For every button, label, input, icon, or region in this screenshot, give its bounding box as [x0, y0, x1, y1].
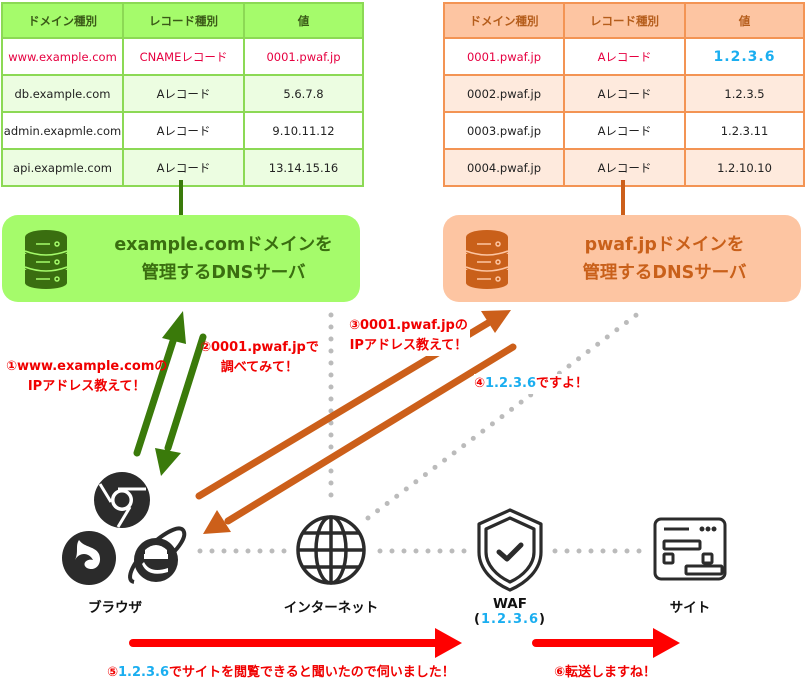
header-domain: ドメイン種別	[1, 2, 124, 39]
cell-value: 0001.pwaf.jp	[243, 37, 364, 76]
cell-domain: 0002.pwaf.jp	[443, 74, 565, 113]
green-connector-line	[179, 180, 183, 216]
arrow-step4-pwaf-dns-to-browser	[203, 343, 517, 534]
chrome-icon	[94, 472, 150, 528]
table-row: db.example.com Aレコード 5.6.7.8	[1, 74, 364, 113]
step2-line1: ②0001.pwaf.jpで	[200, 340, 319, 355]
table-row: api.exapmle.com Aレコード 13.14.15.16	[1, 148, 364, 187]
waf-label: WAF	[493, 596, 527, 612]
table-row: 0001.pwaf.jp Aレコード 1.2.3.6	[443, 37, 805, 76]
cell-domain: api.exapmle.com	[1, 148, 124, 187]
step3-label: ③0001.pwaf.jpの IPアドレス教えて！	[347, 316, 470, 356]
cell-value: 1.2.3.6	[684, 37, 805, 76]
cell-value: 1.2.10.10	[684, 148, 805, 187]
globe-icon	[296, 515, 366, 585]
waf-ip-label: (1.2.3.6)	[465, 612, 555, 627]
table-row: www.example.com CNAMEレコード 0001.pwaf.jp	[1, 37, 364, 76]
step1-label: ①www.example.comの IPアドレス教えて！	[6, 357, 167, 397]
cell-record: Aレコード	[563, 111, 686, 150]
waf-ip-open: (	[474, 612, 481, 627]
waf-ip-close: )	[539, 612, 546, 627]
cell-record: Aレコード	[122, 74, 245, 113]
database-server-icon	[465, 230, 509, 289]
step6-text: ⑥転送しますね！	[554, 665, 657, 680]
internet-explorer-icon	[128, 526, 187, 584]
step5-suffix: でサイトを閲覧できると聞いたので伺いました！	[169, 665, 455, 680]
cell-domain: www.example.com	[1, 37, 124, 76]
table-row: 0002.pwaf.jp Aレコード 1.2.3.5	[443, 74, 805, 113]
table-row: 0003.pwaf.jp Aレコード 1.2.3.11	[443, 111, 805, 150]
cell-domain: 0004.pwaf.jp	[443, 148, 565, 187]
cell-record: Aレコード	[122, 111, 245, 150]
header-record: レコード種別	[563, 2, 686, 39]
table-header-row: ドメイン種別 レコード種別 値	[1, 2, 364, 39]
firefox-icon	[62, 531, 116, 585]
cell-domain: 0003.pwaf.jp	[443, 111, 565, 150]
table-header-row: ドメイン種別 レコード種別 値	[443, 2, 805, 39]
shield-check-icon	[477, 508, 543, 592]
arrow-step6-waf-to-site	[532, 628, 680, 658]
step1-line1: ①www.example.comの	[6, 359, 168, 374]
step4-label: ④1.2.3.6ですよ！	[474, 374, 589, 394]
orange-connector-line	[621, 180, 625, 216]
browser-label: ブラウザ	[88, 600, 142, 616]
arrow-step1-browser-to-example-dns	[133, 311, 186, 457]
database-server-icon	[24, 230, 68, 289]
table-row: admin.exapmle.com Aレコード 9.10.11.12	[1, 111, 364, 150]
cell-record: Aレコード	[122, 148, 245, 187]
step6-label: ⑥転送しますね！	[554, 663, 656, 683]
step3-line1: ③0001.pwaf.jpの	[349, 318, 468, 333]
dotted-line-internet-pwaf	[365, 310, 642, 521]
cell-value: 5.6.7.8	[243, 74, 364, 113]
pwaf-dns-server: pwaf.jpドメインを 管理するDNSサーバ	[443, 215, 801, 302]
server-title-line2: 管理するDNSサーバ	[141, 262, 306, 283]
step2-line2: 調べてみて！	[220, 360, 299, 375]
internet-label: インターネット	[283, 600, 379, 616]
site-label: サイト	[669, 600, 711, 616]
example-dns-server: example.comドメインを 管理するDNSサーバ	[2, 215, 360, 302]
cell-record: Aレコード	[563, 37, 686, 76]
header-value: 値	[243, 2, 364, 39]
server-title: example.comドメインを 管理するDNSサーバ	[97, 231, 350, 287]
step5-ip: 1.2.3.6	[118, 665, 170, 680]
server-title-line1: example.comドメインを	[114, 234, 333, 255]
step4-suffix: ですよ！	[536, 376, 589, 391]
step5-prefix: ⑤	[107, 665, 119, 680]
step3-line2: IPアドレス教えて！	[349, 338, 468, 353]
step4-prefix: ④	[474, 376, 486, 391]
server-title-line1: pwaf.jpドメインを	[584, 234, 745, 255]
cell-value: 13.14.15.16	[243, 148, 364, 187]
step2-label: ②0001.pwaf.jpで 調べてみて！	[200, 338, 319, 378]
step4-ip: 1.2.3.6	[485, 376, 537, 391]
cell-record: CNAMEレコード	[122, 37, 245, 76]
server-title-line2: 管理するDNSサーバ	[582, 262, 747, 283]
header-value: 値	[684, 2, 805, 39]
example-dns-table: ドメイン種別 レコード種別 値 www.example.com CNAMEレコー…	[1, 2, 364, 187]
server-title: pwaf.jpドメインを 管理するDNSサーバ	[538, 231, 791, 287]
cell-domain: db.example.com	[1, 74, 124, 113]
waf-ip: 1.2.3.6	[481, 612, 539, 627]
header-record: レコード種別	[122, 2, 245, 39]
cell-record: Aレコード	[563, 74, 686, 113]
cell-domain: 0001.pwaf.jp	[443, 37, 565, 76]
cell-value: 9.10.11.12	[243, 111, 364, 150]
cell-value: 1.2.3.5	[684, 74, 805, 113]
step1-line2: IPアドレス教えて！	[27, 379, 146, 394]
arrow-step2-example-dns-to-browser	[155, 333, 207, 476]
website-icon	[653, 517, 727, 581]
cell-value: 1.2.3.11	[684, 111, 805, 150]
header-domain: ドメイン種別	[443, 2, 565, 39]
arrow-step5-browser-to-waf	[129, 628, 462, 658]
cell-domain: admin.exapmle.com	[1, 111, 124, 150]
step5-label: ⑤1.2.3.6でサイトを閲覧できると聞いたので伺いました！	[107, 663, 455, 683]
